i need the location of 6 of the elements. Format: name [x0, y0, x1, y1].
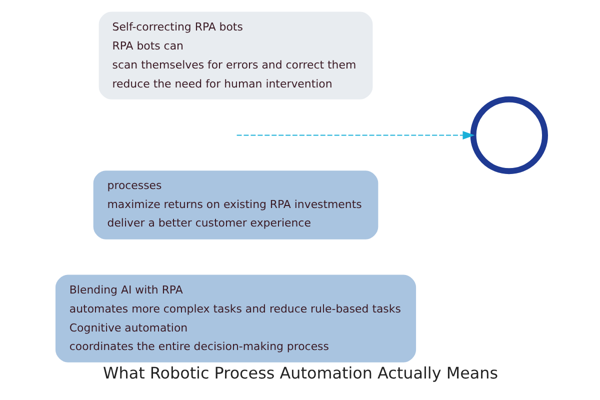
caption: What Robotic Process Automation Actually Means — [102, 364, 498, 383]
arrow — [236, 131, 474, 140]
node-box: Self-correcting RPA bots RPA bots can scan themselves for errors and correct them reduce the need for human intervention — [98, 12, 372, 100]
node-circle — [470, 96, 548, 174]
node-box: Blending AI with RPA automates more complex tasks and reduce rule-based tasks Cognitive automation coordinates the entire decision-making process — [54, 274, 416, 362]
node-box: processes maximize returns on existing RPA investments deliver a better customer experience — [92, 170, 378, 240]
